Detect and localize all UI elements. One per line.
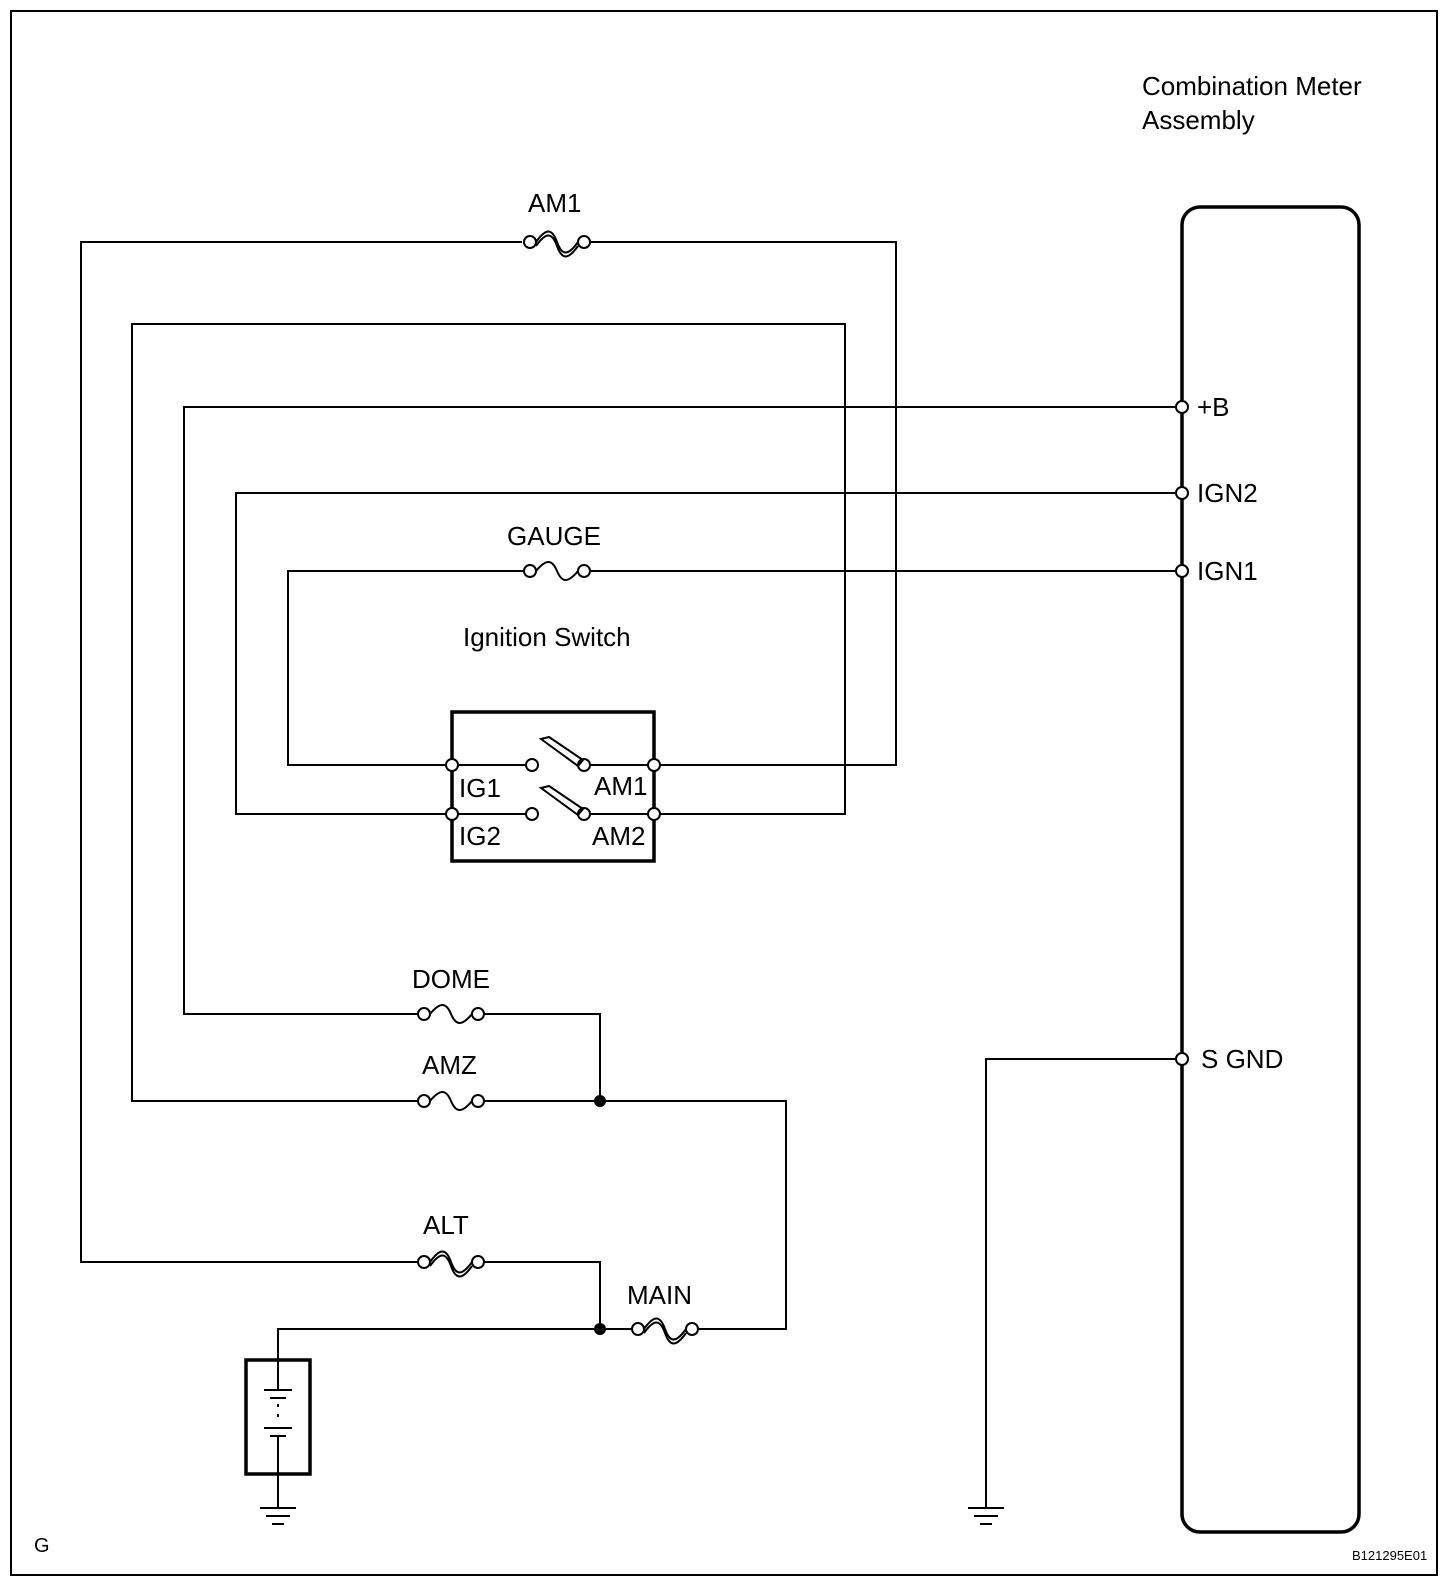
fuse-amz-label: AMZ	[422, 1050, 477, 1080]
meter-pin-sgnd-label: S GND	[1201, 1044, 1283, 1074]
fuse-am1: AM1	[523, 188, 591, 258]
meter-terminal-b	[1175, 400, 1189, 414]
figure-id: B121295E01	[1352, 1548, 1427, 1563]
fuse-alt-label: ALT	[423, 1210, 469, 1240]
corner-letter: G	[34, 1535, 50, 1557]
switch-terminal-ig1-label: IG1	[459, 773, 501, 803]
fuse-dome: DOME	[412, 964, 490, 1024]
junction-dot-amz	[594, 1095, 606, 1107]
meter-terminal-ign1	[1175, 564, 1189, 578]
junction-dot-main	[594, 1323, 606, 1335]
fuse-gauge: GAUGE	[507, 521, 601, 581]
wire-ign1-circuit	[287, 570, 1175, 766]
wire-sgnd-circuit	[985, 1058, 1175, 1508]
meter-pin-ign1-label: IGN1	[1197, 556, 1258, 586]
switch-terminal-am1-label: AM1	[594, 771, 647, 801]
fuse-alt: ALT	[417, 1210, 485, 1278]
switch-terminal-am2-label: AM2	[592, 821, 645, 851]
meter-title-line1: Combination Meter	[1142, 71, 1362, 101]
wire-junctions	[277, 1013, 787, 1360]
fuse-am1-label: AM1	[528, 188, 581, 218]
wire-ign2-circuit	[235, 492, 1175, 815]
meter-pin-ign2-label: IGN2	[1197, 478, 1258, 508]
combination-meter-box	[1180, 205, 1361, 1534]
ignition-switch: Ignition Switch IG1 AM1 IG2 AM2	[445, 622, 661, 863]
wire-am1-circuit	[80, 241, 897, 1263]
ground-symbol-battery	[260, 1507, 296, 1525]
ignition-switch-title: Ignition Switch	[463, 622, 631, 652]
ignition-switch-body	[450, 710, 656, 863]
wire-amz-circuit	[131, 323, 846, 1102]
meter-pin-b-label: +B	[1197, 392, 1230, 422]
figure-border	[10, 10, 1438, 1576]
fuse-gauge-label: GAUGE	[507, 521, 601, 551]
meter-title-line2: Assembly	[1142, 105, 1255, 135]
switch-terminal-ig2-label: IG2	[459, 821, 501, 851]
ground-symbol-meter	[968, 1507, 1004, 1525]
meter-terminal-ign2	[1175, 486, 1189, 500]
fuse-dome-label: DOME	[412, 964, 490, 994]
fuse-main: MAIN	[627, 1280, 699, 1345]
fuse-amz: AMZ	[417, 1050, 485, 1111]
wire-plus-b-circuit	[183, 406, 1175, 1015]
meter-terminal-sgnd	[1175, 1052, 1189, 1066]
battery	[244, 1358, 312, 1508]
fuse-main-label: MAIN	[627, 1280, 692, 1310]
